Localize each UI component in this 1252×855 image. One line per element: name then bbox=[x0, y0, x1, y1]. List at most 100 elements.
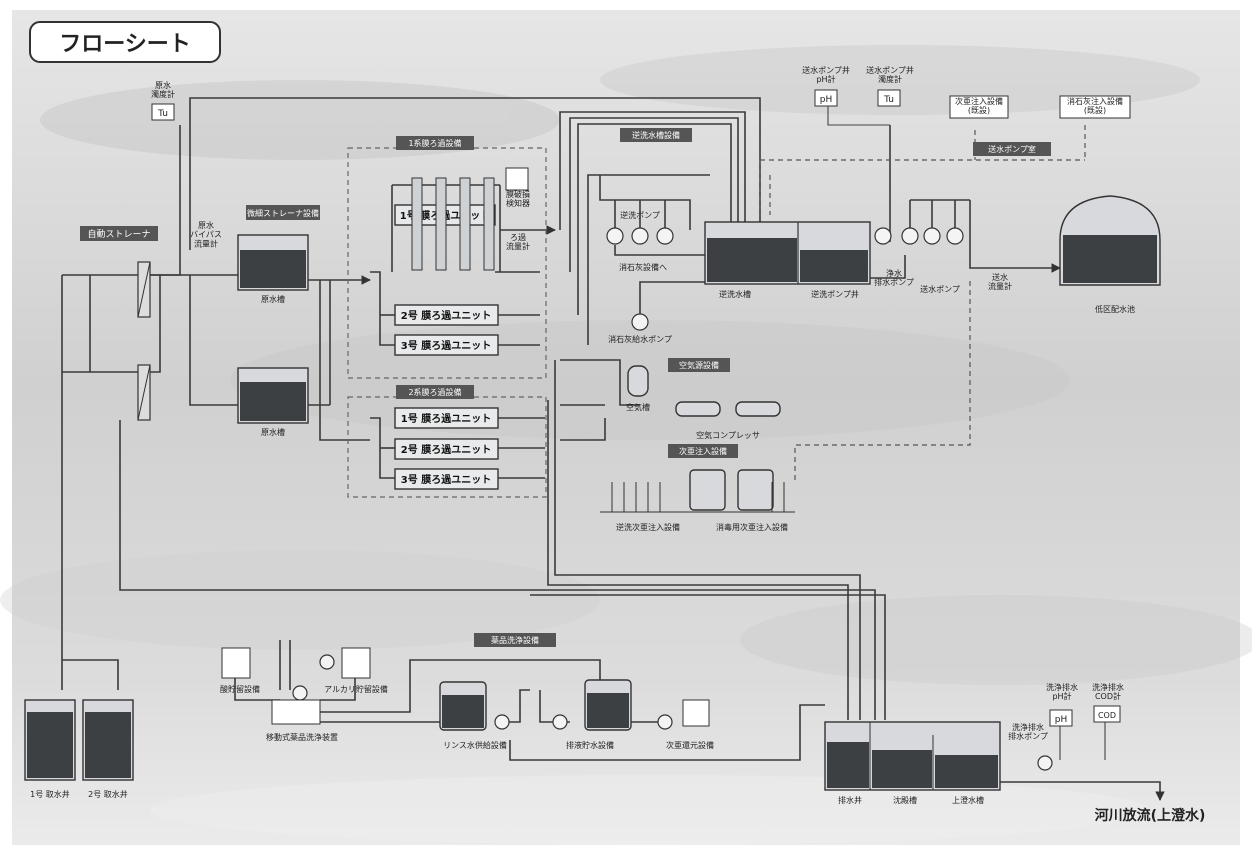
svg-text:逆洗水槽設備: 逆洗水槽設備 bbox=[632, 130, 680, 140]
svg-text:pH: pH bbox=[820, 95, 832, 105]
svg-text:薬品洗浄設備: 薬品洗浄設備 bbox=[491, 635, 539, 645]
svg-text:酸貯留設備: 酸貯留設備 bbox=[220, 684, 260, 694]
svg-text:消石灰給水ポンプ: 消石灰給水ポンプ bbox=[608, 334, 672, 344]
instrument-tu: Tu bbox=[877, 89, 901, 107]
sys1-unit-2: 2号 膜ろ過ユニット bbox=[394, 304, 499, 326]
drain-tank-group: 排水井 沈殿槽 上澄水槽 bbox=[824, 721, 1001, 805]
chem-wash-header: 薬品洗浄設備 bbox=[474, 633, 556, 647]
intake-well-2: 2号 取水井 bbox=[82, 699, 134, 799]
svg-text:上澄水槽: 上澄水槽 bbox=[952, 795, 984, 805]
raw-tank-1: 原水槽 bbox=[237, 234, 309, 304]
svg-text:1号 取水井: 1号 取水井 bbox=[30, 789, 70, 799]
svg-text:原水槽: 原水槽 bbox=[261, 294, 285, 304]
svg-text:消毒用次亜注入設備: 消毒用次亜注入設備 bbox=[716, 522, 788, 532]
svg-text:1系膜ろ過設備: 1系膜ろ過設備 bbox=[408, 138, 461, 148]
svg-text:排水井: 排水井 bbox=[838, 795, 862, 805]
svg-text:2号 取水井: 2号 取水井 bbox=[88, 789, 128, 799]
svg-text:逆洗水槽: 逆洗水槽 bbox=[719, 289, 751, 299]
svg-text:自動ストレーナ: 自動ストレーナ bbox=[87, 228, 150, 240]
svg-text:送水ポンプ井濁度計: 送水ポンプ井濁度計 bbox=[866, 65, 914, 84]
membrane2-header: 2系膜ろ過設備 bbox=[396, 385, 474, 399]
sys2-unit-3: 3号 膜ろ過ユニット bbox=[394, 468, 499, 490]
svg-text:洗浄排水排水ポンプ: 洗浄排水排水ポンプ bbox=[1008, 722, 1048, 741]
svg-text:ろ過流量計: ろ過流量計 bbox=[506, 232, 530, 251]
outlet-label: 河川放流(上澄水) bbox=[1095, 807, 1206, 824]
compressors: 空気コンプレッサ bbox=[675, 401, 781, 440]
air-supply-header: 空気源設備 bbox=[668, 358, 730, 372]
svg-text:空気槽: 空気槽 bbox=[626, 402, 650, 412]
svg-text:3号 膜ろ過ユニット: 3号 膜ろ過ユニット bbox=[401, 473, 491, 486]
instrument-wash-cod: COD bbox=[1093, 705, 1121, 723]
svg-text:逆洗次亜注入設備: 逆洗次亜注入設備 bbox=[616, 522, 680, 532]
raw-tank-2: 原水槽 bbox=[237, 367, 309, 437]
svg-text:3号 膜ろ過ユニット: 3号 膜ろ過ユニット bbox=[401, 339, 491, 352]
title-badge: フローシート bbox=[29, 21, 221, 63]
svg-text:移動式薬品洗浄装置: 移動式薬品洗浄装置 bbox=[266, 732, 338, 742]
svg-text:送水ポンプ室: 送水ポンプ室 bbox=[988, 144, 1036, 154]
river-outlet: 河川放流(上澄水) bbox=[1095, 807, 1206, 824]
svg-text:2号 膜ろ過ユニット: 2号 膜ろ過ユニット bbox=[401, 443, 491, 456]
pumps bbox=[292, 227, 1053, 771]
membrane-damage-detector bbox=[505, 167, 529, 191]
intake-well-1: 1号 取水井 bbox=[24, 699, 76, 799]
svg-text:低区配水池: 低区配水池 bbox=[1095, 304, 1135, 314]
svg-text:次亜注入設備: 次亜注入設備 bbox=[679, 446, 727, 456]
svg-text:アルカリ貯留設備: アルカリ貯留設備 bbox=[324, 684, 388, 694]
fine-strainer-header: 微細ストレーナ設備 bbox=[246, 205, 320, 220]
rinse-tank: リンス水供給設備 bbox=[439, 681, 507, 750]
backwash-tank-eq-header: 逆洗水槽設備 bbox=[620, 128, 692, 142]
hypo-nozzles bbox=[600, 482, 795, 513]
svg-text:消石灰注入設備(既設): 消石灰注入設備(既設) bbox=[1067, 96, 1123, 115]
svg-text:排液貯水設備: 排液貯水設備 bbox=[566, 740, 614, 750]
section-headers: 自動ストレーナ 微細ストレーナ設備 1系膜ろ過設備 2系膜ろ過設備 逆洗水槽設備… bbox=[80, 128, 1051, 647]
svg-text:送水ポンプ: 送水ポンプ bbox=[920, 284, 960, 294]
svg-text:微細ストレーナ設備: 微細ストレーナ設備 bbox=[247, 208, 319, 218]
pipe-network bbox=[61, 97, 1165, 801]
svg-text:pH: pH bbox=[1055, 715, 1067, 725]
svg-text:Tu: Tu bbox=[157, 109, 168, 119]
page-title: フローシート bbox=[59, 32, 191, 57]
instrument-raw-tu: Tu bbox=[151, 103, 175, 121]
svg-text:逆洗ポンプ井: 逆洗ポンプ井 bbox=[811, 289, 859, 299]
instrument-wash-ph: pH bbox=[1049, 709, 1073, 727]
svg-text:Tu: Tu bbox=[883, 95, 894, 105]
membrane1-header: 1系膜ろ過設備 bbox=[396, 136, 474, 150]
chem-storage-tanks bbox=[221, 647, 710, 727]
membrane-modules bbox=[411, 177, 495, 271]
svg-text:原水バイパス流量計: 原水バイパス流量計 bbox=[190, 220, 222, 248]
svg-text:浄水排水ポンプ: 浄水排水ポンプ bbox=[874, 268, 914, 287]
svg-text:リンス水供給設備: リンス水供給設備 bbox=[443, 740, 507, 750]
sys1-unit-3: 3号 膜ろ過ユニット bbox=[394, 334, 499, 356]
svg-text:原水槽: 原水槽 bbox=[261, 427, 285, 437]
svg-text:空気源設備: 空気源設備 bbox=[679, 360, 719, 370]
hypochlorite-header: 次亜注入設備 bbox=[668, 444, 738, 458]
strainers bbox=[137, 261, 151, 421]
svg-text:次亜注入設備(既設): 次亜注入設備(既設) bbox=[955, 96, 1003, 115]
sys2-unit-2: 2号 膜ろ過ユニット bbox=[394, 438, 499, 460]
sys2-unit-1: 1号 膜ろ過ユニット bbox=[394, 407, 499, 429]
svg-text:消石灰設備へ: 消石灰設備へ bbox=[619, 262, 667, 272]
svg-text:逆洗ポンプ: 逆洗ポンプ bbox=[620, 210, 660, 220]
svg-text:原水濁度計: 原水濁度計 bbox=[151, 80, 175, 99]
delivery-pump-eq-header: 送水ポンプ室 bbox=[973, 142, 1051, 156]
hypochlorite-tanks bbox=[689, 469, 774, 511]
svg-text:次亜還元設備: 次亜還元設備 bbox=[666, 740, 714, 750]
svg-text:2号 膜ろ過ユニット: 2号 膜ろ過ユニット bbox=[401, 309, 491, 322]
existing-lime-box bbox=[1059, 95, 1131, 119]
air-tank: 空気槽 bbox=[626, 365, 650, 412]
svg-text:膜破損検知器: 膜破損検知器 bbox=[506, 189, 530, 208]
svg-text:送水流量計: 送水流量計 bbox=[988, 272, 1012, 291]
backwash-tank-group: 逆洗水槽 逆洗ポンプ井 bbox=[704, 221, 871, 299]
existing-chlorine-box bbox=[949, 95, 1009, 119]
instrument-ph: pH bbox=[814, 89, 838, 107]
drain-storage-tank: 排液貯水設備 bbox=[566, 679, 632, 750]
svg-text:沈殿槽: 沈殿槽 bbox=[893, 795, 917, 805]
svg-text:1号 膜ろ過ユニット: 1号 膜ろ過ユニット bbox=[401, 412, 491, 425]
auto-strainer-header: 自動ストレーナ bbox=[80, 226, 158, 241]
membrane-sys2-units: 1号 膜ろ過ユニット 2号 膜ろ過ユニット 3号 膜ろ過ユニット bbox=[394, 407, 499, 490]
